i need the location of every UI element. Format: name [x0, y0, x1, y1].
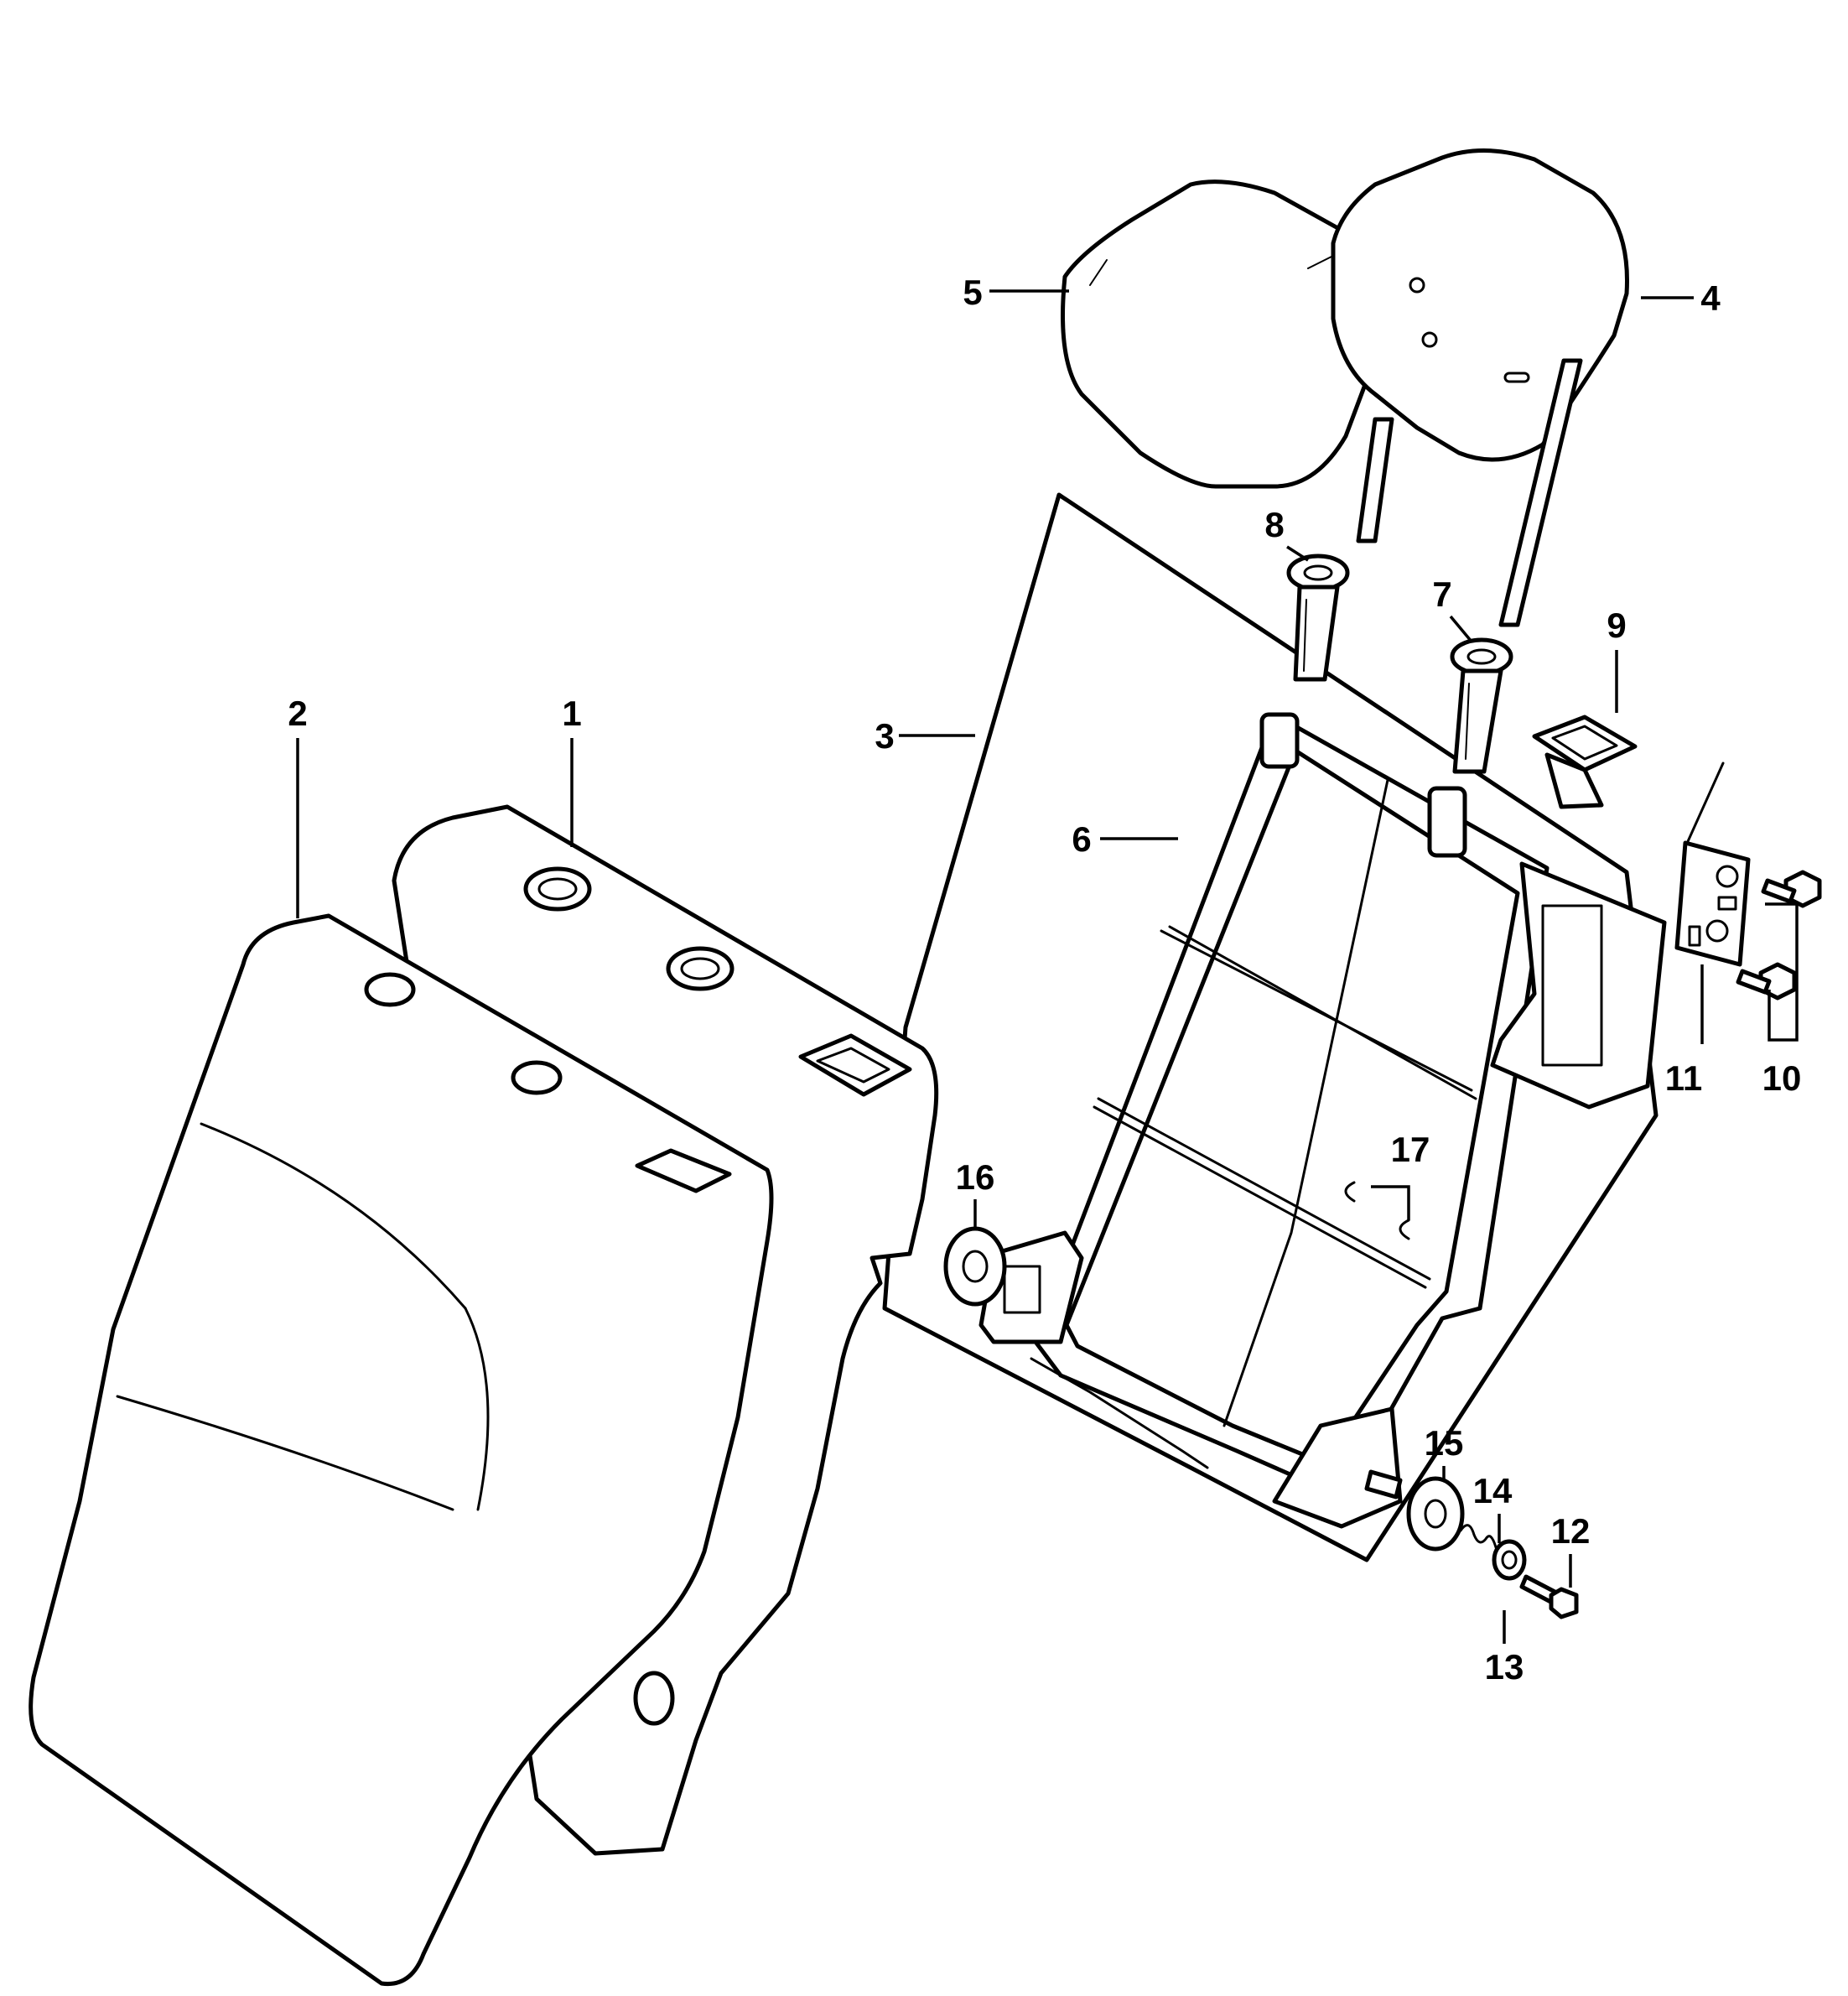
- washer-15: [1406, 1476, 1465, 1552]
- callout-3: 3: [875, 716, 894, 756]
- headrest-right: [1331, 148, 1629, 627]
- callout-labels: 1 2 3 4 5 6 7 8 9 10 11 12 13 14 15 16 1…: [288, 273, 1801, 1687]
- seat-back-cover: [29, 913, 774, 1987]
- callout-7: 7: [1432, 574, 1451, 614]
- callout-4: 4: [1700, 278, 1721, 318]
- latch: [1674, 761, 1751, 967]
- pivot-hardware: [1364, 1469, 1579, 1619]
- callout-8: 8: [1264, 505, 1284, 544]
- callout-5: 5: [963, 273, 982, 312]
- callout-17: 17: [1391, 1130, 1430, 1169]
- leader-lines: [296, 289, 1799, 1644]
- clips-17: [1344, 1181, 1410, 1240]
- callout-1: 1: [562, 694, 581, 733]
- callout-6: 6: [1072, 819, 1091, 859]
- callout-12: 12: [1551, 1511, 1591, 1551]
- callout-15: 15: [1425, 1423, 1464, 1463]
- callout-16: 16: [956, 1157, 995, 1197]
- guide-sleeve-7: [1450, 637, 1513, 774]
- callout-11: 11: [1665, 1058, 1702, 1098]
- bolts: [1736, 870, 1822, 1001]
- callout-13: 13: [1485, 1647, 1524, 1687]
- seat-back-frame: [979, 712, 1667, 1529]
- callout-2: 2: [288, 694, 307, 733]
- callout-14: 14: [1473, 1471, 1513, 1510]
- guide-sleeve-8: [1286, 554, 1350, 682]
- callout-9: 9: [1607, 606, 1626, 645]
- nut-13: [1492, 1539, 1527, 1581]
- washer-16: [943, 1226, 1007, 1307]
- callout-10: 10: [1762, 1058, 1802, 1098]
- release-button: [1532, 715, 1638, 809]
